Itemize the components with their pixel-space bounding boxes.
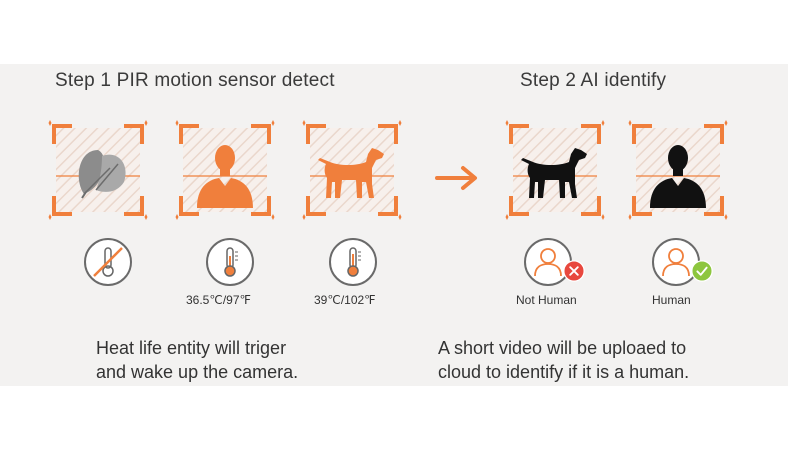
heat-circle-dog	[329, 238, 377, 286]
dog-silhouette-icon	[521, 148, 587, 198]
frame-human-heat	[175, 120, 275, 220]
frame-leaf	[48, 120, 148, 220]
temp-human-label: 36.5℃/97℉	[186, 293, 251, 307]
leaf-icon	[78, 150, 126, 199]
step1-title: Step 1 PIR motion sensor detect	[55, 70, 335, 91]
thermometer-icon	[224, 247, 238, 277]
step1-caption-line2: and wake up the camera.	[96, 362, 299, 382]
accept-check-icon	[691, 260, 713, 282]
step2-caption-line2: cloud to identify if it is a human.	[438, 362, 690, 382]
frame-dog-ai	[505, 120, 605, 220]
thermometer-off-icon	[93, 247, 123, 277]
not-human-circle	[524, 238, 572, 286]
user-outline-icon	[534, 248, 562, 277]
person-icon	[197, 145, 253, 208]
step2-caption-line1: A short video will be uploaed to	[438, 338, 687, 358]
step1-caption-line1: Heat life entity will triger	[96, 338, 287, 358]
infographic-panel	[0, 64, 788, 386]
frame-human-ai	[628, 120, 728, 220]
dog-icon	[318, 148, 384, 198]
reject-x-icon	[563, 260, 585, 282]
person-silhouette-icon	[650, 145, 706, 208]
thermometer-icon	[347, 247, 361, 277]
human-label: Human	[652, 293, 691, 307]
not-human-label: Not Human	[516, 293, 577, 307]
user-outline-icon	[662, 248, 690, 277]
heat-circle-human	[206, 238, 254, 286]
temp-dog-label: 39℃/102℉	[314, 293, 376, 307]
no-heat-circle	[84, 238, 132, 286]
frame-dog-heat	[302, 120, 402, 220]
arrow-right-icon	[435, 166, 477, 190]
step2-title: Step 2 AI identify	[520, 70, 667, 91]
human-circle	[652, 238, 700, 286]
